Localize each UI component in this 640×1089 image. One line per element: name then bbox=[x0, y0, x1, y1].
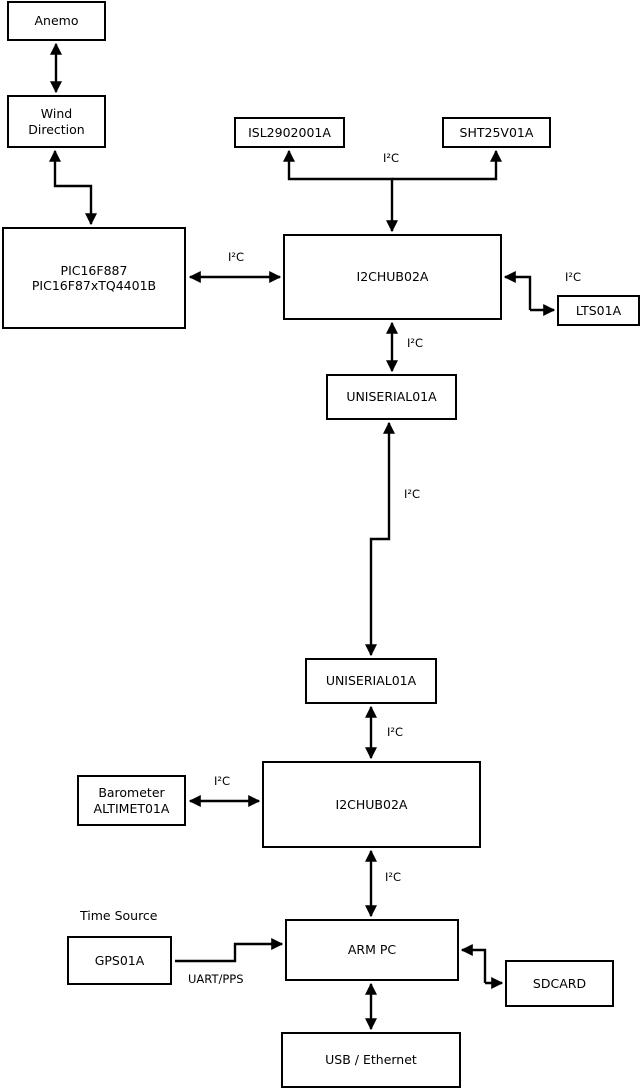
block-isl[interactable]: ISL2902001A bbox=[234, 117, 345, 148]
block-label-sdcard: SDCARD bbox=[532, 975, 587, 991]
block-label-barometer: Barometer ALTIMET01A bbox=[93, 785, 170, 816]
block-label-anemo: Anemo bbox=[34, 13, 79, 29]
connector-gps-armpc bbox=[175, 938, 284, 963]
connector-uniserial1-link bbox=[365, 421, 395, 657]
block-uniserial-2[interactable]: UNISERIAL01A bbox=[305, 658, 437, 704]
edge-label-lbl-hub-lts: I²C bbox=[565, 270, 582, 284]
block-armpc[interactable]: ARM PC bbox=[285, 919, 459, 981]
block-label-wind: Wind Direction bbox=[28, 106, 85, 137]
block-label-gps: GPS01A bbox=[94, 952, 145, 968]
block-label-armpc: ARM PC bbox=[347, 942, 397, 958]
edge-label-lbl-gps-armpc: UART/PPS bbox=[188, 972, 244, 986]
block-label-isl: ISL2902001A bbox=[248, 124, 331, 140]
block-label-hub-top: I2CHUB02A bbox=[356, 269, 429, 285]
block-wind[interactable]: Wind Direction bbox=[7, 95, 106, 148]
edge-label-lbl-uniserial2-hub: I²C bbox=[387, 725, 404, 739]
block-label-sht: SHT25V01A bbox=[459, 124, 534, 140]
block-usbeth[interactable]: USB / Ethernet bbox=[281, 1032, 461, 1088]
edge-label-lbl-hub-uniserial1: I²C bbox=[407, 336, 424, 350]
block-label-hub-bottom: I2CHUB02A bbox=[335, 796, 408, 812]
block-hub-bottom[interactable]: I2CHUB02A bbox=[262, 761, 481, 848]
block-label-pic: PIC16F887 PIC16F87xTQ4401B bbox=[31, 262, 157, 293]
block-anemo[interactable]: Anemo bbox=[7, 1, 106, 41]
edge-label-lbl-hub-sensors: I²C bbox=[383, 151, 400, 165]
connector-armpc-sdcard-in bbox=[460, 944, 487, 983]
edge-label-lbl-hub-armpc: I²C bbox=[385, 870, 402, 884]
connector-wind-pic bbox=[49, 149, 97, 226]
connector-hubtop-lts-in bbox=[503, 271, 532, 310]
block-label-lts: LTS01A bbox=[575, 302, 622, 318]
edge-label-lbl-pic-hub: I²C bbox=[228, 250, 245, 264]
block-lts[interactable]: LTS01A bbox=[557, 295, 640, 326]
edge-label-lbl-barometer-hub: I²C bbox=[214, 774, 231, 788]
block-label-uniserial-1: UNISERIAL01A bbox=[346, 389, 437, 405]
block-barometer[interactable]: Barometer ALTIMET01A bbox=[77, 775, 186, 826]
block-sht[interactable]: SHT25V01A bbox=[442, 117, 551, 148]
block-gps[interactable]: GPS01A bbox=[67, 936, 172, 985]
connector-hubtop-sensors bbox=[283, 149, 398, 233]
block-uniserial-1[interactable]: UNISERIAL01A bbox=[326, 374, 457, 420]
edge-label-lbl-uniserial-link: I²C bbox=[404, 487, 421, 501]
block-label-usbeth: USB / Ethernet bbox=[325, 1052, 417, 1068]
connector-hubtop-sht bbox=[392, 149, 502, 181]
block-hub-top[interactable]: I2CHUB02A bbox=[283, 234, 502, 320]
block-pic[interactable]: PIC16F887 PIC16F87xTQ4401B bbox=[2, 227, 186, 329]
block-label-uniserial-2: UNISERIAL01A bbox=[325, 673, 417, 689]
block-sdcard[interactable]: SDCARD bbox=[505, 960, 614, 1007]
annotation-lbl-time-source: Time Source bbox=[80, 908, 158, 923]
